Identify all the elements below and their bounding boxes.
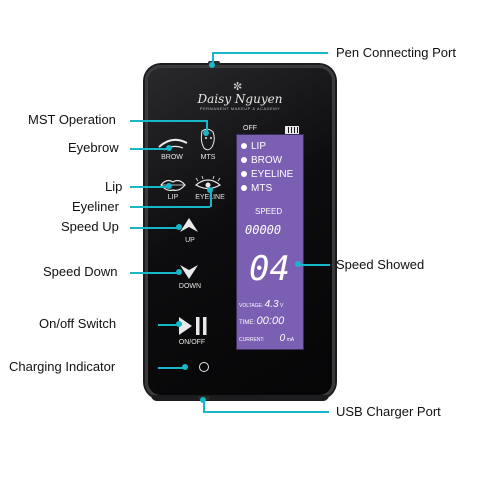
mode-item-eyeline: EYELINE [241, 169, 293, 180]
mode-label: MTS [251, 183, 273, 194]
callout-line-mst [130, 120, 206, 122]
callout-line-speed-showed [298, 264, 330, 266]
voltage-label: VOLTAGE: [239, 303, 264, 309]
lip-icon[interactable] [160, 178, 186, 192]
callout-line-eyebrow [130, 148, 168, 150]
time-label: TIME: [239, 320, 255, 326]
brand-logo: Daisy Nguyen PERMANENT MAKEUP & ACADEMY [196, 92, 284, 111]
mts-face-icon[interactable] [196, 127, 220, 155]
label-eyebrow: Eyebrow [68, 140, 119, 155]
label-lip: Lip [105, 179, 123, 194]
mode-item-lip: LIP [241, 141, 266, 152]
mode-item-mts: MTS [241, 183, 272, 194]
callout-line-usb [203, 411, 329, 413]
callout-line-eyeliner [130, 206, 210, 208]
callout-dot [166, 183, 172, 189]
up-button-label: UP [185, 237, 195, 244]
logo-subtitle: PERMANENT MAKEUP & ACADEMY [199, 106, 281, 111]
lcd-screen: OFF LIP BROW EYELINE MTS SPEED 00000 04 … [236, 125, 304, 350]
current-label: CURRENT: [239, 337, 265, 343]
callout-dot [209, 62, 215, 68]
callout-dot [295, 261, 301, 267]
callout-line-eyeliner-v [210, 190, 212, 207]
mode-item-brow: BROW [241, 155, 282, 166]
current-readout: CURRENT: 0 mA [239, 333, 294, 344]
callout-dot [207, 187, 213, 193]
onoff-button-label: ON/OFF [178, 339, 206, 346]
mode-bullet-icon [241, 185, 247, 192]
lip-button-label: LIP [167, 194, 179, 201]
callout-dot [176, 321, 182, 327]
mts-button-label: MTS [200, 154, 216, 161]
speed-value: 00000 [245, 223, 282, 237]
callout-line-charging [158, 367, 184, 369]
callout-line-pen-port-h [212, 52, 328, 54]
logo-mark-icon: ✼ [233, 81, 243, 93]
callout-dot [203, 130, 209, 136]
mode-label: BROW [251, 155, 283, 166]
screen-off-text: OFF [243, 125, 257, 132]
brow-button-label: BROW [161, 154, 183, 161]
callout-line-speed-up [130, 227, 178, 229]
callout-line-onoff [158, 324, 178, 326]
label-charging-indicator: Charging Indicator [9, 359, 116, 374]
label-mst-operation: MST Operation [28, 112, 116, 127]
eyeline-button-label: EYELINE [190, 194, 230, 201]
label-speed-showed: Speed Showed [336, 257, 425, 272]
mode-bullet-icon [241, 143, 247, 150]
voltage-readout: VOLTAGE: 4.3 V [239, 299, 283, 310]
time-readout: TIME: 00:00 [239, 315, 284, 327]
charging-indicator-light [199, 362, 209, 372]
down-button-label: DOWN [178, 283, 202, 290]
callout-dot [200, 397, 206, 403]
mode-label: EYELINE [251, 169, 294, 180]
voltage-value: 4.3 [264, 299, 279, 310]
mode-bullet-icon [241, 157, 247, 164]
callout-dot [176, 269, 182, 275]
current-unit: mA [286, 337, 295, 343]
speed-down-arrow-icon[interactable] [180, 265, 198, 279]
label-onoff-switch: On/off Switch [39, 316, 117, 331]
label-speed-up: Speed Up [61, 219, 119, 234]
play-pause-icon[interactable] [178, 316, 208, 336]
label-usb-charger-port: USB Charger Port [336, 404, 441, 419]
current-value: 0 [279, 333, 286, 344]
voltage-unit: V [279, 303, 284, 309]
device-bottom-edge [151, 395, 329, 401]
mode-label: LIP [251, 141, 267, 152]
eyeliner-icon[interactable] [194, 176, 222, 192]
eyebrow-icon[interactable] [156, 133, 190, 153]
mode-bullet-icon [241, 171, 247, 178]
time-value: 00:00 [256, 315, 285, 327]
logo-script: Daisy Nguyen [197, 92, 283, 106]
label-speed-down: Speed Down [43, 264, 118, 279]
callout-dot [176, 224, 182, 230]
callout-line-lip [130, 186, 168, 188]
level-display: 04 [249, 249, 290, 289]
callout-line-pen-port [212, 52, 214, 63]
label-pen-connecting-port: Pen Connecting Port [336, 45, 456, 60]
callout-line-usb-v [203, 399, 205, 411]
callout-dot [166, 145, 172, 151]
callout-line-speed-down [130, 272, 178, 274]
speed-label: SPEED [255, 207, 283, 216]
speed-up-arrow-icon[interactable] [180, 218, 198, 232]
callout-line-mst-v [206, 120, 208, 132]
label-eyeliner: Eyeliner [72, 199, 119, 214]
callout-dot [182, 364, 188, 370]
battery-icon [285, 126, 299, 134]
